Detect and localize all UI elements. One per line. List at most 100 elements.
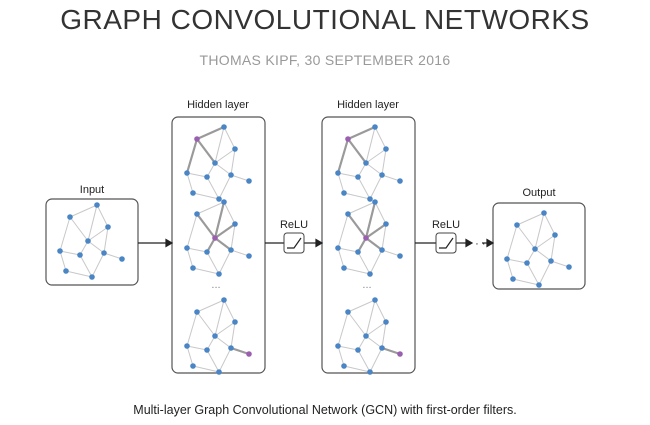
highlighted-edge bbox=[185, 138, 199, 174]
figure-caption: Multi-layer Graph Convolutional Network … bbox=[133, 403, 517, 417]
highlighted-edge bbox=[347, 213, 367, 239]
graph-node bbox=[221, 297, 227, 303]
graph-node bbox=[204, 347, 210, 353]
highlighted-node bbox=[212, 235, 218, 241]
graph-edge bbox=[192, 365, 220, 373]
graph-edge bbox=[381, 249, 401, 257]
highlighted-edge bbox=[196, 125, 225, 141]
graph-node bbox=[85, 238, 91, 244]
highlighted-edge bbox=[214, 223, 236, 239]
graph-node bbox=[367, 369, 373, 375]
graph-node bbox=[335, 343, 341, 349]
graph-node bbox=[345, 309, 351, 315]
graph-edge bbox=[103, 252, 123, 260]
graph-node bbox=[510, 276, 516, 282]
graph-node bbox=[383, 221, 389, 227]
graph-node bbox=[94, 202, 100, 208]
graph-node bbox=[194, 309, 200, 315]
hidden1-graph-bottom bbox=[184, 297, 252, 375]
highlighted-edge bbox=[196, 138, 216, 164]
hidden2-graph-middle bbox=[335, 199, 403, 277]
graph-node bbox=[335, 245, 341, 251]
graph-node bbox=[184, 343, 190, 349]
graph-edge bbox=[381, 148, 387, 176]
graph-edge bbox=[534, 248, 552, 262]
graph-node bbox=[89, 274, 95, 280]
highlighted-edge bbox=[365, 237, 383, 251]
hidden-layer-box-1 bbox=[171, 116, 266, 374]
graph-node bbox=[246, 253, 252, 259]
hidden2-graph-top bbox=[335, 124, 403, 202]
graph-node bbox=[190, 265, 196, 271]
graph-edge bbox=[206, 349, 220, 373]
graph-edge bbox=[506, 258, 514, 280]
hidden1-graph-top bbox=[184, 124, 252, 202]
graph-edge bbox=[381, 321, 387, 349]
graph-edge bbox=[223, 126, 236, 150]
graph-node bbox=[363, 333, 369, 339]
graph-node bbox=[367, 196, 373, 202]
highlighted-edge bbox=[230, 346, 250, 356]
relu-activation-icon-2 bbox=[435, 232, 457, 254]
graph-edge bbox=[230, 174, 250, 182]
graph-node bbox=[57, 248, 63, 254]
graph-edge bbox=[87, 240, 105, 254]
highlighted-edge bbox=[364, 201, 377, 239]
graph-node bbox=[355, 347, 361, 353]
graph-edge bbox=[59, 250, 81, 256]
graph-edge bbox=[534, 212, 545, 250]
graph-node bbox=[221, 124, 227, 130]
graph-edge bbox=[186, 345, 208, 351]
graph-edge bbox=[506, 258, 528, 264]
graph-node bbox=[190, 363, 196, 369]
graph-edge bbox=[192, 192, 220, 200]
highlighted-edge bbox=[365, 223, 387, 239]
graph-edge bbox=[214, 148, 236, 164]
graph-edge bbox=[230, 223, 236, 251]
ellipsis-1: ... bbox=[211, 279, 220, 291]
graph-node bbox=[232, 319, 238, 325]
graph-edge bbox=[230, 148, 236, 176]
highlighted-edge bbox=[213, 201, 226, 239]
graph-edge bbox=[526, 262, 540, 286]
highlighted-edge bbox=[196, 213, 216, 239]
graph-edge bbox=[374, 126, 387, 150]
graph-edge bbox=[186, 247, 208, 253]
graph-node bbox=[228, 172, 234, 178]
graph-node bbox=[548, 258, 554, 264]
graph-node bbox=[372, 124, 378, 130]
relu-label-2: ReLU bbox=[432, 219, 460, 231]
graph-edge bbox=[218, 174, 232, 200]
graph-node bbox=[77, 252, 83, 258]
graph-edge bbox=[223, 299, 236, 323]
graph-node bbox=[184, 170, 190, 176]
graph-edge bbox=[357, 349, 371, 373]
graph-edge bbox=[206, 176, 220, 200]
graph-node bbox=[341, 265, 347, 271]
author-date-byline: THOMAS KIPF, 30 SEPTEMBER 2016 bbox=[199, 52, 451, 68]
graph-node bbox=[221, 199, 227, 205]
graph-edge bbox=[196, 311, 216, 337]
trailing-dots: · · · bbox=[468, 238, 485, 250]
graph-node bbox=[383, 319, 389, 325]
graph-edge bbox=[186, 247, 194, 269]
graph-node bbox=[194, 211, 200, 217]
graph-edge bbox=[65, 270, 93, 278]
graph-edge bbox=[223, 201, 236, 225]
graph-edge bbox=[186, 172, 208, 178]
graph-edge bbox=[69, 204, 98, 218]
graph-edge bbox=[512, 278, 540, 286]
graph-node bbox=[232, 221, 238, 227]
graph-edge bbox=[218, 249, 232, 275]
highlighted-node bbox=[363, 235, 369, 241]
graph-edge bbox=[91, 252, 105, 278]
highlighted-node bbox=[194, 136, 200, 142]
graph-edge bbox=[550, 260, 570, 268]
hidden1-graph-middle bbox=[184, 199, 252, 277]
relu-activation-icon-1 bbox=[283, 232, 305, 254]
graph-node bbox=[367, 271, 373, 277]
highlighted-node bbox=[345, 136, 351, 142]
graph-edge bbox=[230, 321, 236, 349]
graph-edge bbox=[365, 299, 376, 337]
graph-edge bbox=[357, 176, 371, 200]
